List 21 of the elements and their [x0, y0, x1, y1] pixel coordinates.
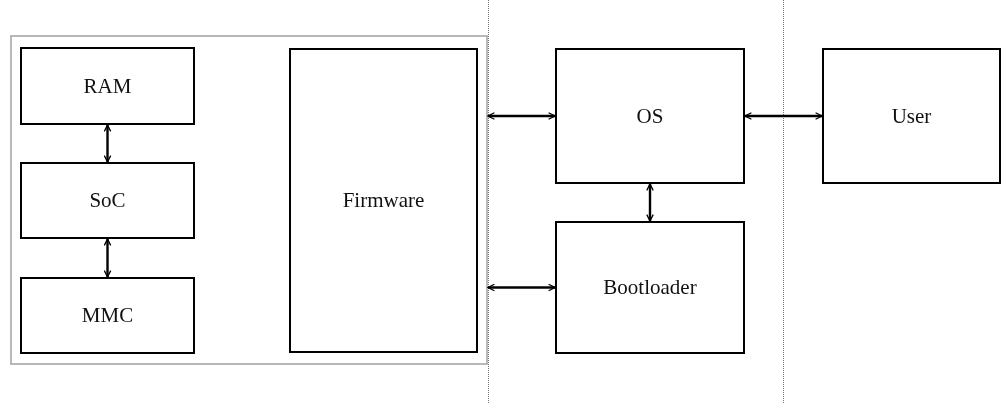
double-arrow — [646, 183, 654, 222]
double-arrow — [744, 112, 823, 120]
component-box — [20, 162, 195, 239]
box-label: MMC — [81, 303, 134, 328]
double-arrow — [487, 283, 556, 292]
double-arrow — [487, 112, 556, 120]
component-box — [289, 48, 478, 353]
component-box — [20, 47, 195, 125]
box-label: Firmware — [342, 188, 425, 213]
component-box — [555, 221, 745, 354]
group-box — [10, 35, 488, 365]
component-box — [20, 277, 195, 354]
box-label: Bootloader — [603, 275, 697, 300]
box-label: User — [891, 103, 932, 129]
component-box — [822, 48, 1001, 184]
box-label: SoC — [89, 188, 126, 213]
double-arrow — [103, 124, 112, 163]
double-arrow — [103, 238, 112, 278]
component-box — [555, 48, 745, 184]
box-label: OS — [636, 103, 664, 129]
box-label: RAM — [83, 73, 132, 99]
